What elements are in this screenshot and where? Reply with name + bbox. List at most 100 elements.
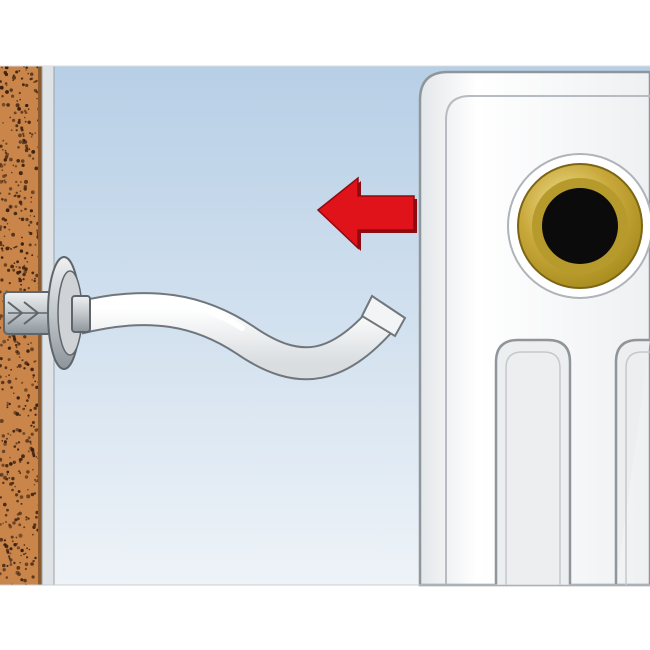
wall-speckle xyxy=(27,517,30,520)
wall-speckle xyxy=(0,144,3,148)
wall-speckle xyxy=(17,364,22,368)
wall-speckle xyxy=(13,410,17,415)
wall-speckle xyxy=(0,375,2,379)
wall-speckle xyxy=(35,403,39,407)
pipe-inlet-icon xyxy=(507,153,650,299)
wall-speckle xyxy=(1,217,5,221)
wall-speckle xyxy=(16,546,20,550)
wall-speckle xyxy=(9,247,13,251)
wall-speckle xyxy=(19,472,22,474)
wall-speckle xyxy=(13,246,15,249)
wall-speckle xyxy=(9,456,11,459)
wall-speckle xyxy=(0,278,4,282)
wall-speckle xyxy=(18,523,22,527)
wall-speckle xyxy=(29,408,32,412)
wall-speckle xyxy=(9,552,12,555)
wall-speckle xyxy=(23,553,25,556)
wall-speckle xyxy=(21,266,26,270)
wall-speckle xyxy=(18,91,21,95)
wall-speckle xyxy=(25,103,29,108)
wall-speckle xyxy=(32,525,36,529)
wall-speckle xyxy=(3,440,7,444)
wall-speckle xyxy=(12,79,14,82)
wall-speckle xyxy=(35,90,39,94)
wall-speckle xyxy=(25,516,28,519)
wall-speckle xyxy=(5,543,7,546)
wall-speckle xyxy=(34,243,37,246)
wall-speckle xyxy=(23,526,26,529)
wall-speckle xyxy=(0,256,4,259)
wall-speckle xyxy=(16,100,19,102)
wall-speckle xyxy=(27,450,30,453)
wall-speckle xyxy=(24,148,29,153)
wall-speckle xyxy=(28,243,32,247)
radiator-fins xyxy=(494,338,650,585)
wall-speckle xyxy=(19,98,21,101)
wall-speckle xyxy=(28,148,31,151)
wall-speckle xyxy=(9,116,11,119)
wall-speckle xyxy=(28,154,32,158)
wall-speckle xyxy=(8,525,13,529)
wall-speckle xyxy=(9,462,13,466)
wall-speckle xyxy=(27,343,30,346)
wall-speckle xyxy=(23,544,26,546)
wall-speckle xyxy=(32,533,34,536)
wall-speckle xyxy=(33,483,36,486)
wall-speckle xyxy=(18,140,22,144)
wall-speckle xyxy=(5,521,7,523)
wall-speckle xyxy=(0,474,2,477)
wall-speckle xyxy=(24,111,28,114)
wall-speckle xyxy=(0,85,4,90)
wall-speckle xyxy=(33,215,36,218)
wall-speckle xyxy=(13,392,15,395)
wall-speckle xyxy=(0,317,2,321)
wall-speckle xyxy=(2,563,6,568)
wall-speckle xyxy=(24,562,29,567)
wall-speckle xyxy=(25,251,29,255)
wall-speckle xyxy=(18,70,21,72)
wall-speckle xyxy=(12,75,16,80)
wall-speckle xyxy=(32,559,35,563)
wall-speckle xyxy=(20,548,24,553)
wall-speckle xyxy=(7,346,11,350)
wall-speckle xyxy=(29,132,32,135)
wall-speckle xyxy=(27,489,29,491)
wall-speckle xyxy=(15,129,18,132)
wall-speckle xyxy=(1,249,4,252)
wall-speckle xyxy=(24,475,29,479)
wall-speckle xyxy=(6,508,9,512)
wall-speckle xyxy=(25,518,28,521)
wall-speckle xyxy=(26,363,30,366)
wall-speckle xyxy=(8,187,13,191)
wall-speckle xyxy=(12,164,15,167)
wall-speckle xyxy=(0,419,4,423)
wall-speckle xyxy=(16,499,19,503)
wall-speckle xyxy=(10,368,13,371)
wall-speckle xyxy=(0,326,2,329)
wall-speckle xyxy=(22,83,25,87)
wall-speckle xyxy=(18,533,23,538)
wall-speckle xyxy=(29,442,32,445)
wall-speckle xyxy=(21,126,23,129)
wall-speckle xyxy=(1,449,6,454)
wall-speckle xyxy=(5,375,7,378)
wall-speckle xyxy=(14,245,17,249)
wall-speckle xyxy=(34,380,37,383)
wall-speckle xyxy=(26,399,29,402)
wall-speckle xyxy=(23,185,27,189)
wall-speckle xyxy=(6,338,10,341)
wall-speckle xyxy=(27,287,30,290)
wall-speckle xyxy=(21,236,23,239)
wall-speckle xyxy=(18,133,22,138)
wall-speckle xyxy=(29,231,33,236)
wall-speckle xyxy=(24,567,27,571)
wall-speckle xyxy=(35,456,38,458)
wall-speckle xyxy=(17,448,20,451)
wall-speckle xyxy=(18,270,22,274)
wall-speckle xyxy=(36,98,38,100)
wall-speckle xyxy=(25,83,29,87)
wall-speckle xyxy=(7,268,11,272)
wall-speckle xyxy=(2,568,6,572)
wall-speckle xyxy=(9,558,13,562)
